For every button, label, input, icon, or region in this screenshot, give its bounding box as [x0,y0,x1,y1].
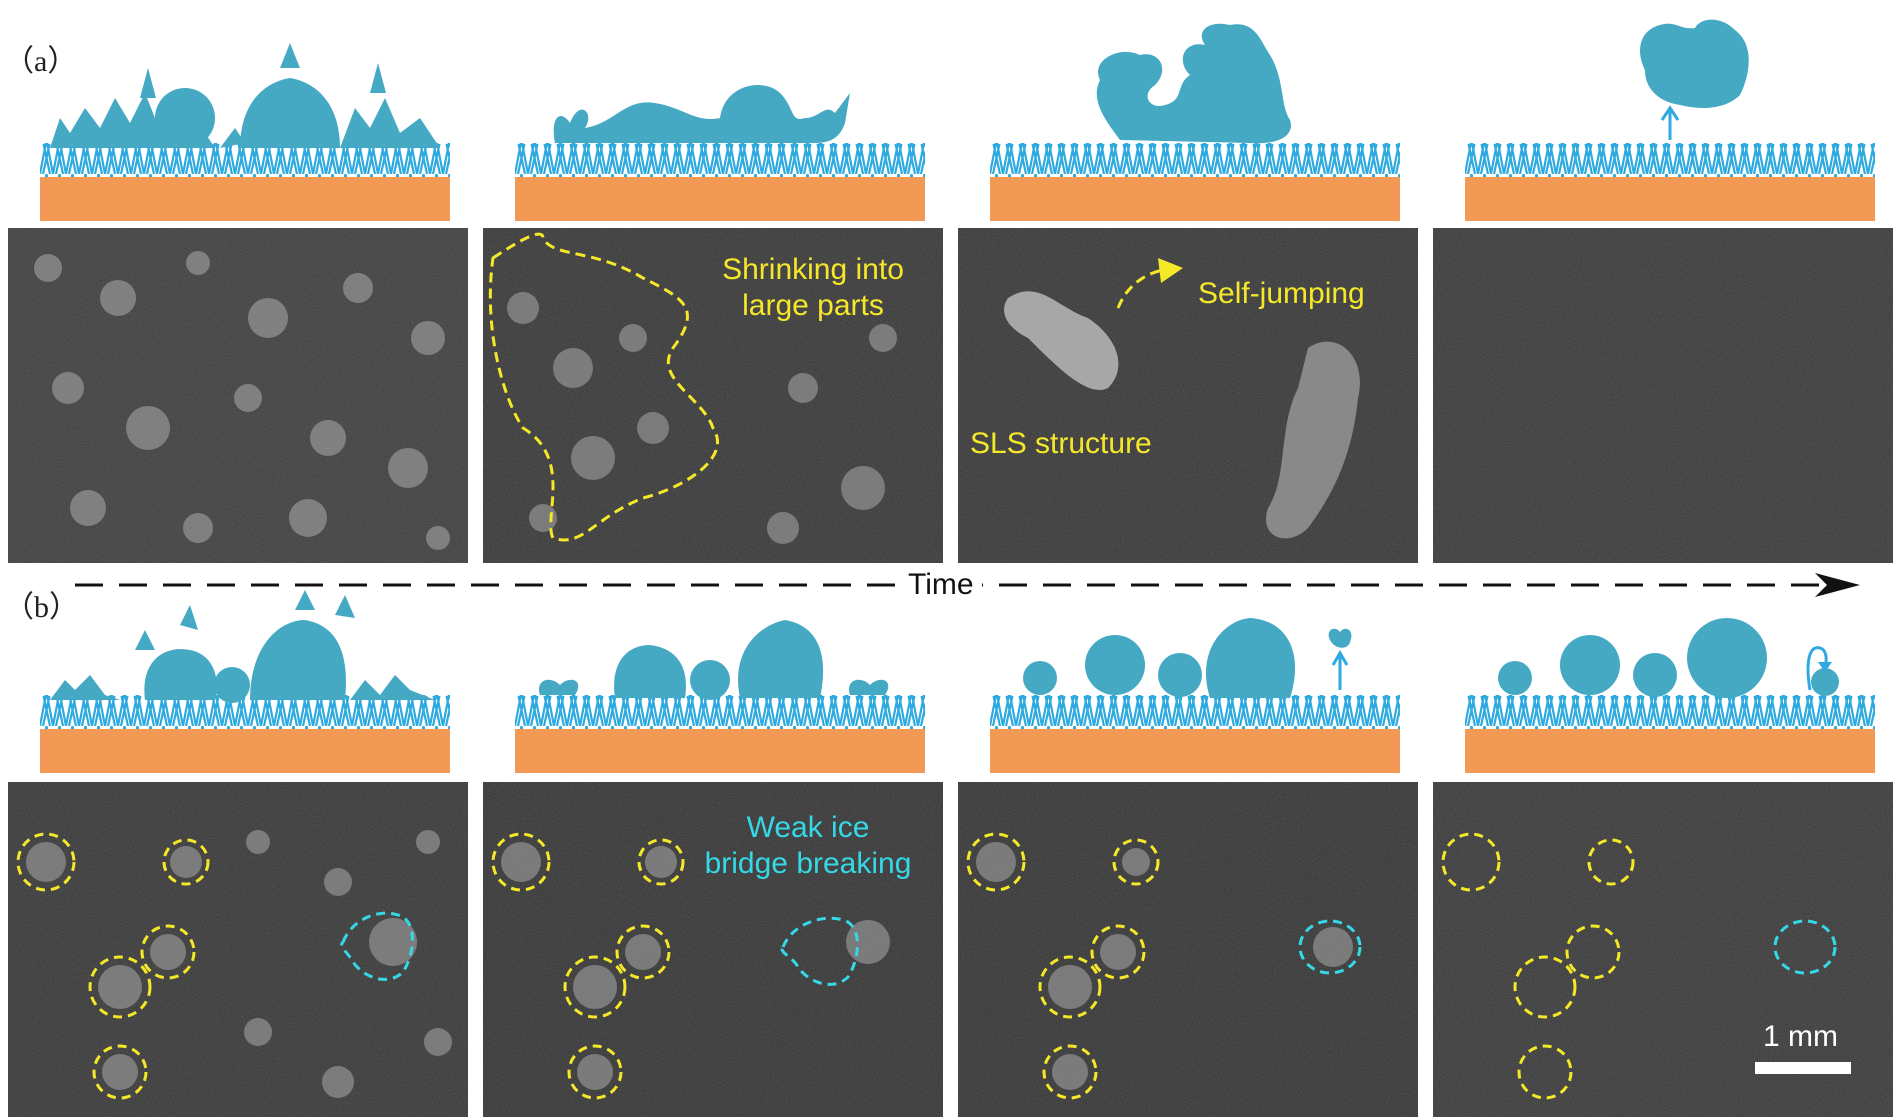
jumping-ice-body [1640,19,1749,108]
frost-layer [50,43,440,148]
cyan-outline [1773,919,1837,975]
photo-a4 [1433,228,1893,563]
annotation-shrinking-line1: Shrinking into [722,253,904,286]
photo-b3 [958,782,1418,1117]
photo-a3: Self-jumping SLS structure [958,228,1418,563]
time-label: Time [900,568,982,602]
schematic-b2 [515,590,935,780]
cyan-outline [1298,919,1362,975]
shrink-outline [488,232,720,542]
schematic-b1 [40,590,460,780]
scale-bar-label: 1 mm [1763,1020,1838,1053]
annotation-weak-line1: Weak ice [746,811,870,844]
photo-a1 [8,228,468,563]
scale-bar [1755,1062,1851,1074]
panel-label-a: （a） [4,45,78,78]
sls-ice-body [1096,23,1291,144]
photo-b4: 1 mm [1433,782,1893,1117]
jump-arrow-icon [1660,105,1680,140]
annotation-shrinking: Shrinking into large parts [683,252,943,324]
self-jumping-arrow-icon [1158,258,1183,283]
annotation-shrinking-line2: large parts [742,289,884,322]
time-arrow-icon [1815,573,1860,597]
ice-patch [1266,341,1360,539]
annotation-weak-line2: bridge breaking [704,847,912,880]
cyan-outline [780,916,859,986]
panel-label-b: （b） [4,591,79,624]
schematic-a1 [40,38,460,228]
sls-ice-patch [1004,291,1119,390]
schematic-a4 [1465,10,1885,221]
time-axis [75,573,1860,597]
schematic-a2 [515,38,935,228]
schematic-b3 [990,590,1410,780]
annotation-self-jumping: Self-jumping [1198,277,1365,310]
cyan-outline [340,911,414,981]
schematic-b4 [1465,590,1885,780]
photo-a2: Shrinking into large parts [483,228,943,563]
schematic-a3 [990,10,1410,221]
photo-b1 [8,782,468,1117]
shrinking-ice-body [553,85,850,143]
annotation-sls: SLS structure [970,427,1152,460]
photo-b2: Weak ice bridge breaking [483,782,943,1117]
annotation-weak-bridge: Weak ice bridge breaking [673,810,943,882]
